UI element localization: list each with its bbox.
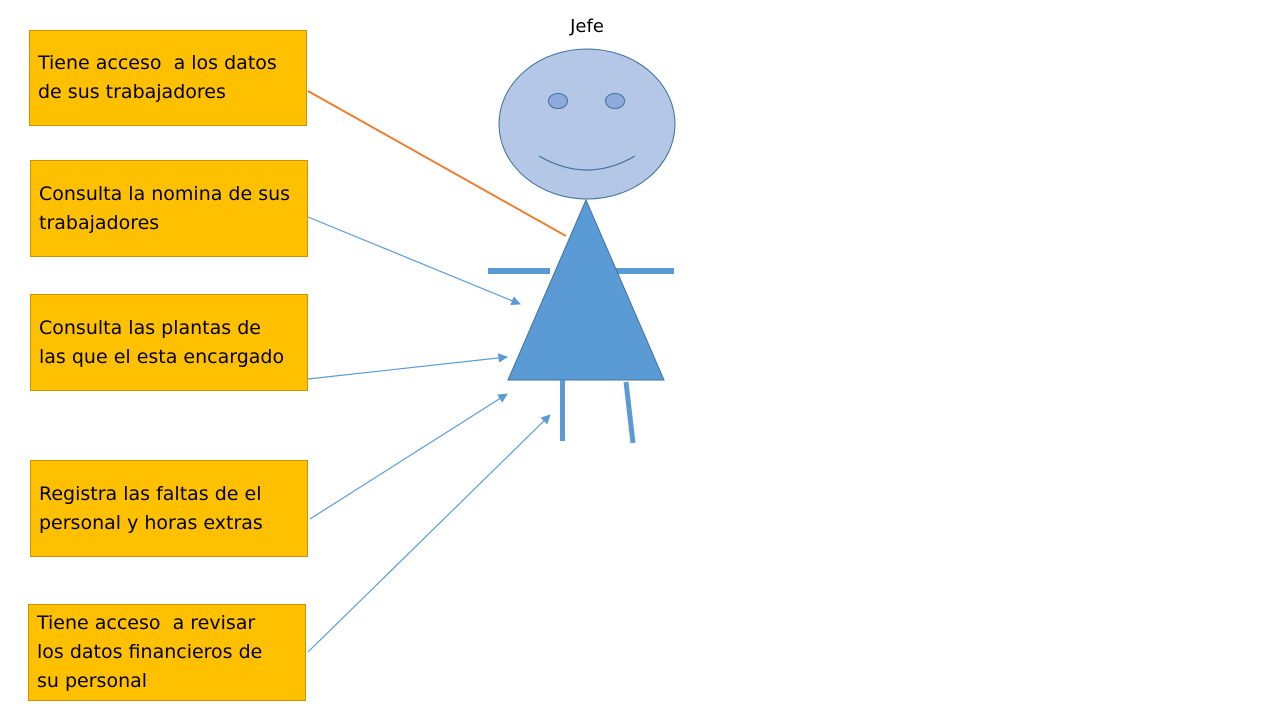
responsibility-text: Tiene acceso a revisar los datos financi… [37,612,263,692]
smile [538,155,636,171]
responsibility-box: Consulta la nomina de sus trabajadores [30,160,308,257]
left-eye [548,93,568,109]
body-triangle [507,198,665,381]
head [498,48,676,200]
right-eye [605,93,625,109]
connector-arrow-3 [307,353,508,380]
responsibility-box: Registra las faltas de el personal y hor… [30,460,308,557]
actor-name-label: Jefe [570,16,604,37]
responsibility-text: Consulta las plantas de las que el esta … [39,316,285,368]
responsibility-box: Tiene acceso a los datos de sus trabajad… [29,30,307,126]
responsibility-text: Tiene acceso a los datos de sus trabajad… [38,52,277,103]
right-leg [623,381,636,444]
connector-line-1 [307,90,567,237]
connector-arrow-4 [309,393,508,520]
connector-arrow-2 [307,216,521,306]
responsibility-text: Registra las faltas de el personal y hor… [39,482,263,534]
responsibility-box: Tiene acceso a revisar los datos financi… [28,604,306,701]
right-arm [612,268,674,274]
responsibility-box: Consulta las plantas de las que el esta … [30,294,308,391]
connector-arrow-5 [307,414,551,653]
left-leg [560,380,565,441]
responsibility-text: Consulta la nomina de sus trabajadores [39,182,291,234]
left-arm [488,268,550,274]
